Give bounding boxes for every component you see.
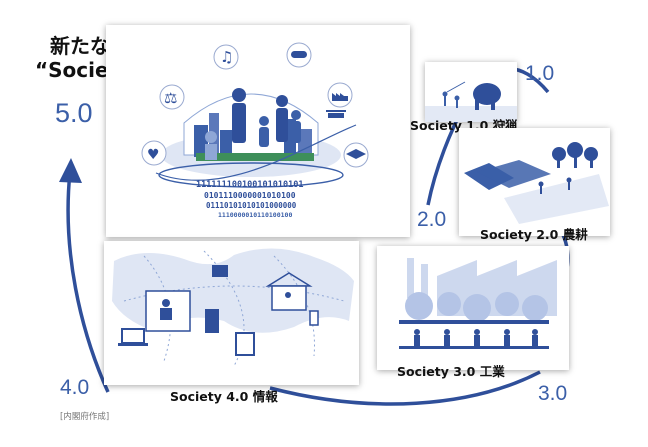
farming-illustration — [464, 142, 609, 224]
label-5-0: 5.0 — [55, 98, 93, 128]
svg-text:♥: ♥ — [147, 147, 160, 163]
svg-text:♫: ♫ — [220, 48, 233, 66]
society-2-card — [459, 128, 610, 236]
binary-line-4: 1110000010110100100 — [218, 211, 292, 219]
society-5-card: ♫ ⚖ ♥ 111111100100101010101 010111000000… — [106, 25, 410, 237]
caption-society-4: Society 4.0 情報 — [170, 389, 278, 404]
heart-icon: ♥ — [141, 140, 167, 166]
label-1-0: 1.0 — [525, 62, 555, 85]
label-4-0: 4.0 — [60, 376, 90, 399]
binary-line-3: 01110101010101000000 — [206, 201, 297, 210]
information-illustration — [112, 248, 354, 367]
society-3-card — [377, 246, 569, 370]
society-5-illustration: ♫ ⚖ ♥ 111111100100101010101 010111000000… — [141, 42, 369, 219]
label-2-0: 2.0 — [417, 208, 447, 231]
factory-icon — [327, 82, 353, 108]
hunting-illustration — [425, 81, 517, 122]
scale-icon: ⚖ — [159, 84, 185, 110]
binary-line-2: 0101110000001010100 — [204, 191, 296, 200]
graduation-cap-icon — [343, 142, 369, 168]
svg-text:⚖: ⚖ — [164, 89, 177, 107]
credit-note: [内閣府作成] — [60, 412, 110, 422]
caption-society-3: Society 3.0 工業 — [397, 364, 505, 379]
caption-society-2: Society 2.0 農耕 — [480, 227, 588, 242]
society-1-card — [425, 62, 517, 122]
society-4-card — [104, 241, 359, 385]
music-note-icon: ♫ — [213, 44, 239, 70]
label-3-0: 3.0 — [538, 382, 568, 405]
binary-line-1: 111111100100101010101 — [196, 180, 303, 190]
industry-illustration — [399, 258, 557, 349]
drone-icon — [326, 110, 346, 118]
pill-icon — [286, 42, 312, 68]
